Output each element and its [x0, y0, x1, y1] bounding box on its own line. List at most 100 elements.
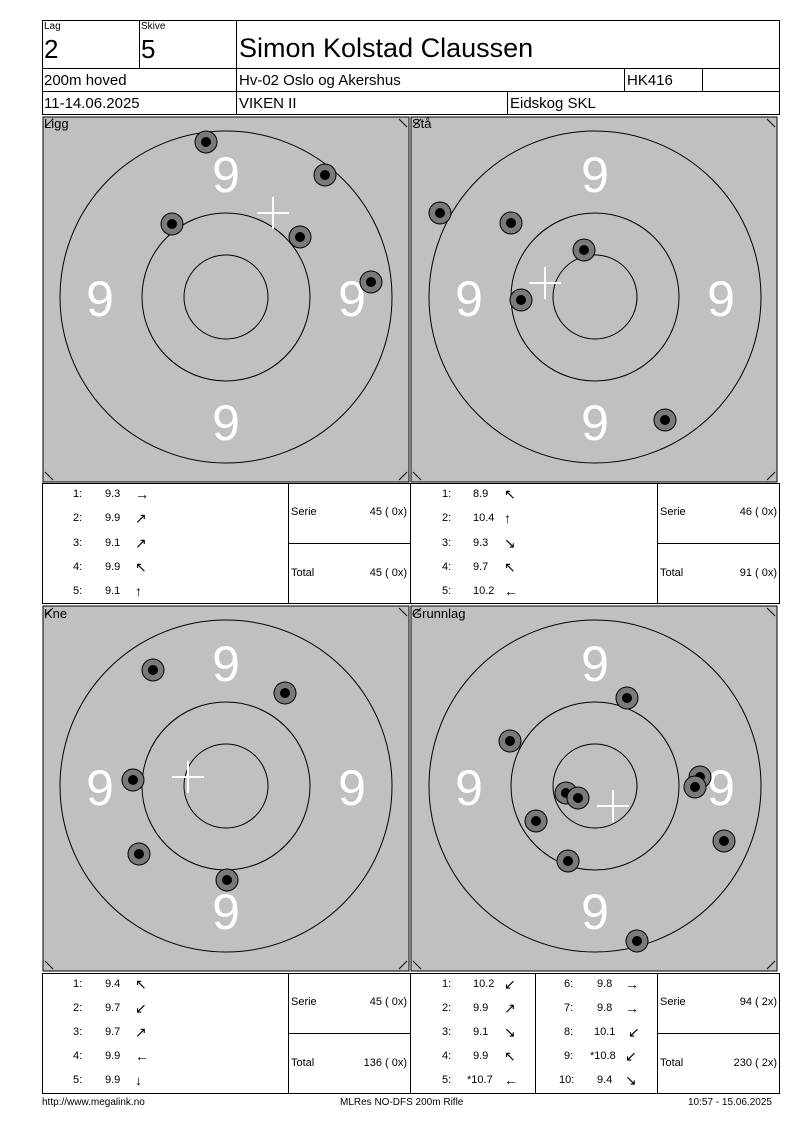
shot-hole-center — [690, 782, 700, 792]
mean-impact-cross-icon — [257, 197, 289, 229]
target-ring — [59, 130, 393, 464]
total-value: 136 ( 0x) — [363, 1057, 407, 1069]
lag-label: Lag — [44, 21, 61, 32]
mean-impact-cross-icon — [529, 267, 561, 299]
shot-hole-center — [435, 208, 445, 218]
shot-direction-icon: ↑ — [135, 583, 142, 599]
shot-direction-icon: ↙ — [135, 1000, 147, 1016]
target-ring — [552, 254, 638, 340]
shot-hole-center — [222, 875, 232, 885]
corner-tick — [44, 607, 54, 617]
shot-direction-icon: ↖ — [135, 976, 147, 992]
footer-timestamp: 10:57 - 15.06.2025 — [688, 1097, 772, 1108]
corner-tick — [412, 118, 422, 128]
panel-label-sta: Stå — [412, 116, 432, 131]
serie-label: Serie — [660, 996, 686, 1008]
panel-label-ligg: Ligg — [44, 116, 69, 131]
ring-number-label: 9 — [212, 395, 240, 451]
class-label: 200m hoved — [44, 72, 127, 89]
shot-direction-icon: ↘ — [504, 535, 516, 551]
mean-impact-cross-icon — [597, 790, 629, 822]
ring-number-label: 9 — [86, 760, 114, 816]
shot-direction-icon: ← — [504, 583, 518, 599]
shot-hole-center — [128, 775, 138, 785]
panel-label-kne: Kne — [44, 606, 68, 621]
corner-tick — [412, 960, 422, 970]
total-label: Total — [660, 1057, 684, 1069]
target-background — [42, 116, 410, 483]
shot-hole-center — [201, 137, 211, 147]
dates: 11-14.06.2025 — [44, 95, 140, 112]
shot-direction-icon: ↘ — [625, 1072, 637, 1088]
ring-number-label: 9 — [455, 760, 483, 816]
footer-url[interactable]: http://www.megalink.no — [42, 1097, 145, 1108]
serie-label: Serie — [291, 506, 317, 518]
shot-hole-center — [531, 816, 541, 826]
serie-label: Serie — [291, 996, 317, 1008]
shot-hole-center — [167, 219, 177, 229]
shot-hole-center — [622, 693, 632, 703]
shot-hole-center — [280, 688, 290, 698]
total-value: 230 ( 2x) — [733, 1057, 777, 1069]
ring-number-label: 9 — [212, 147, 240, 203]
shot-direction-icon: ← — [504, 1072, 518, 1088]
shot-direction-icon: ↙ — [625, 1048, 637, 1064]
target-ring — [141, 212, 311, 382]
target-ring — [428, 130, 762, 464]
serie-value: 45 ( 0x) — [369, 996, 407, 1008]
ring-number-label: 9 — [707, 760, 735, 816]
shot-hole-center — [579, 245, 589, 255]
shot-direction-icon: ↑ — [504, 510, 511, 526]
panel-label-grunnlag: Grunnlag — [412, 606, 466, 621]
shot-direction-icon: ↖ — [504, 486, 516, 502]
ring-number-label: 9 — [581, 395, 609, 451]
ring-number-label: 9 — [212, 636, 240, 692]
weapon: HK416 — [627, 72, 673, 89]
shot-direction-icon: → — [625, 976, 639, 992]
target-ring — [510, 701, 680, 871]
ring-number-label: 9 — [338, 760, 366, 816]
corner-tick — [44, 471, 54, 481]
corner-tick — [398, 118, 408, 128]
shot-hole-center — [320, 170, 330, 180]
corner-tick — [766, 118, 776, 128]
shot-direction-icon: ↖ — [504, 559, 516, 575]
ring-number-label: 9 — [86, 271, 114, 327]
target-ring — [59, 619, 393, 953]
shot-hole-center — [573, 793, 583, 803]
shot-hole-center — [366, 277, 376, 287]
shot-hole-center — [505, 736, 515, 746]
shot-direction-icon: ↗ — [135, 1024, 147, 1040]
serie-value: 94 ( 2x) — [739, 996, 777, 1008]
total-label: Total — [291, 1057, 315, 1069]
shot-direction-icon: ↖ — [135, 559, 147, 575]
target-background — [42, 605, 410, 972]
ring-number-label: 9 — [212, 884, 240, 940]
corner-tick — [44, 118, 54, 128]
skive-label: Skive — [141, 21, 166, 32]
shot-direction-icon: ↙ — [504, 976, 516, 992]
lag-value: 2 — [44, 34, 59, 64]
shot-hole-center — [660, 415, 670, 425]
total-value: 91 ( 0x) — [739, 567, 777, 579]
skive-value: 5 — [141, 34, 156, 64]
serie-label: Serie — [660, 506, 686, 518]
total-label: Total — [660, 567, 684, 579]
ring-number-label: 9 — [581, 147, 609, 203]
target-background — [410, 116, 778, 483]
shot-direction-icon: ↖ — [504, 1048, 516, 1064]
corner-tick — [766, 607, 776, 617]
corner-tick — [398, 960, 408, 970]
shot-direction-icon: ← — [135, 1048, 149, 1064]
shooter-name: Simon Kolstad Claussen — [239, 33, 534, 63]
shot-hole-center — [295, 232, 305, 242]
shot-direction-icon: ↓ — [135, 1072, 142, 1088]
target-ring — [183, 743, 269, 829]
shot-hole-center — [506, 218, 516, 228]
shot-direction-icon: → — [625, 1000, 639, 1016]
mean-impact-cross-icon — [172, 761, 204, 793]
shot-direction-icon: ↙ — [628, 1024, 640, 1040]
shot-direction-icon: ↘ — [504, 1024, 516, 1040]
shot-direction-icon: ↗ — [504, 1000, 516, 1016]
